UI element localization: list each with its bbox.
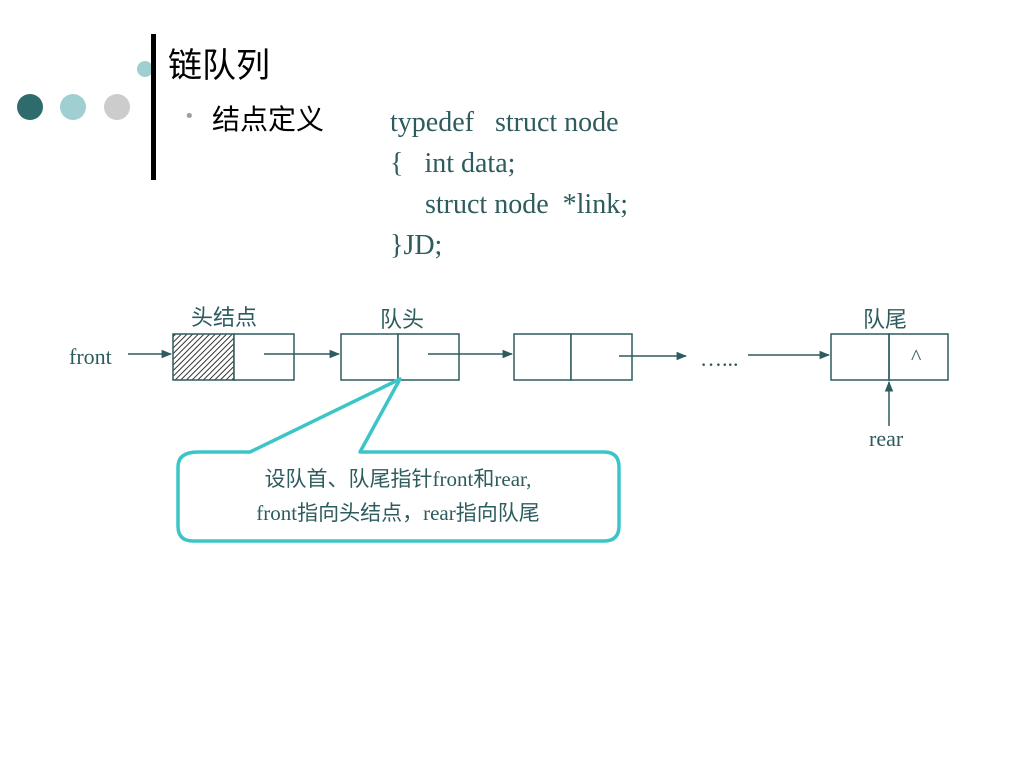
callout-line: 设队首、队尾指针front和rear, bbox=[264, 467, 532, 491]
node-data-field bbox=[830, 333, 890, 381]
decor-dot-dark bbox=[17, 94, 43, 120]
head-node bbox=[172, 333, 295, 381]
callout-bubble bbox=[176, 377, 621, 543]
node-link-field bbox=[570, 333, 633, 381]
head-node-link-field bbox=[233, 333, 295, 381]
code-line: }JD; bbox=[390, 230, 443, 261]
bullet-label: 结点定义 bbox=[212, 103, 325, 136]
decor-dot-small bbox=[137, 61, 153, 77]
node-data-field bbox=[340, 333, 399, 381]
ellipsis-label: …... bbox=[700, 346, 739, 371]
code-line: { int data; bbox=[390, 148, 516, 179]
decor-dot-gray bbox=[104, 94, 130, 120]
queue-tail-label: 队尾 bbox=[863, 308, 908, 333]
null-pointer-symbol: ^ bbox=[911, 344, 922, 369]
decor-dot-teal bbox=[60, 94, 86, 120]
callout-text: 设队首、队尾指针front和rear, front指向头结点，rear指向队尾 bbox=[183, 462, 613, 530]
queue-node-second bbox=[513, 333, 633, 381]
title-divider-bar bbox=[151, 34, 156, 180]
node-link-field bbox=[397, 333, 460, 381]
head-node-label: 头结点 bbox=[191, 306, 258, 331]
code-block: typedef struct node { int data; struct n… bbox=[390, 102, 628, 266]
code-line: typedef struct node bbox=[390, 107, 619, 138]
slide-title: 链队列 bbox=[168, 46, 270, 86]
queue-node-tail bbox=[830, 333, 949, 381]
rear-pointer-label: rear bbox=[869, 426, 904, 451]
callout-line: front指向头结点，rear指向队尾 bbox=[256, 501, 540, 525]
head-node-data-field bbox=[172, 333, 235, 381]
node-data-field bbox=[513, 333, 572, 381]
queue-node-first bbox=[340, 333, 460, 381]
bullet-marker: • bbox=[184, 106, 195, 127]
queue-head-label: 队头 bbox=[380, 308, 425, 333]
node-link-field bbox=[888, 333, 949, 381]
code-line: struct node *link; bbox=[390, 189, 628, 220]
front-pointer-label: front bbox=[69, 344, 112, 369]
